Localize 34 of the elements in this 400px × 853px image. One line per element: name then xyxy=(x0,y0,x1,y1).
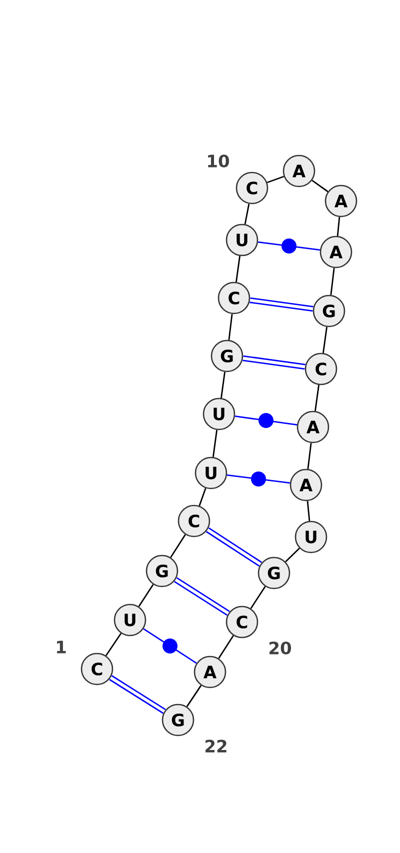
base-pair-line xyxy=(143,628,197,664)
backbone-line xyxy=(198,488,206,506)
backbone-line xyxy=(322,326,328,354)
position-number: 20 xyxy=(270,642,292,654)
base-pair-line xyxy=(174,577,230,616)
position-number: 10 xyxy=(208,154,230,168)
base-pair-line xyxy=(234,413,298,428)
backbone-line xyxy=(307,442,312,470)
backbone-line xyxy=(336,217,340,236)
base-pair-line xyxy=(109,675,166,714)
backbone-line xyxy=(236,256,240,282)
backbone-line xyxy=(314,384,320,412)
backbone-line xyxy=(218,635,234,659)
base-pair-line xyxy=(242,355,306,370)
base-pair-line xyxy=(226,472,290,486)
backbone-line xyxy=(170,534,186,558)
position-number: 22 xyxy=(206,740,226,752)
base-pair-line xyxy=(250,297,314,312)
backbone-line xyxy=(244,204,250,224)
backbone-line xyxy=(220,372,226,398)
backbone-line xyxy=(228,314,233,340)
backbone-line xyxy=(250,586,266,609)
backbone-line xyxy=(306,501,310,521)
backbone-line xyxy=(312,180,328,192)
backbone-line xyxy=(212,430,218,458)
base-pair-line xyxy=(206,527,262,567)
backbone-line xyxy=(330,268,335,296)
position-number: 1 xyxy=(57,640,66,654)
backbone-line xyxy=(105,633,122,656)
base-pair-line xyxy=(258,238,320,254)
backbone-line xyxy=(186,685,202,707)
backbone-line xyxy=(266,176,284,184)
backbone-line xyxy=(138,584,154,607)
backbone-line xyxy=(285,548,300,562)
